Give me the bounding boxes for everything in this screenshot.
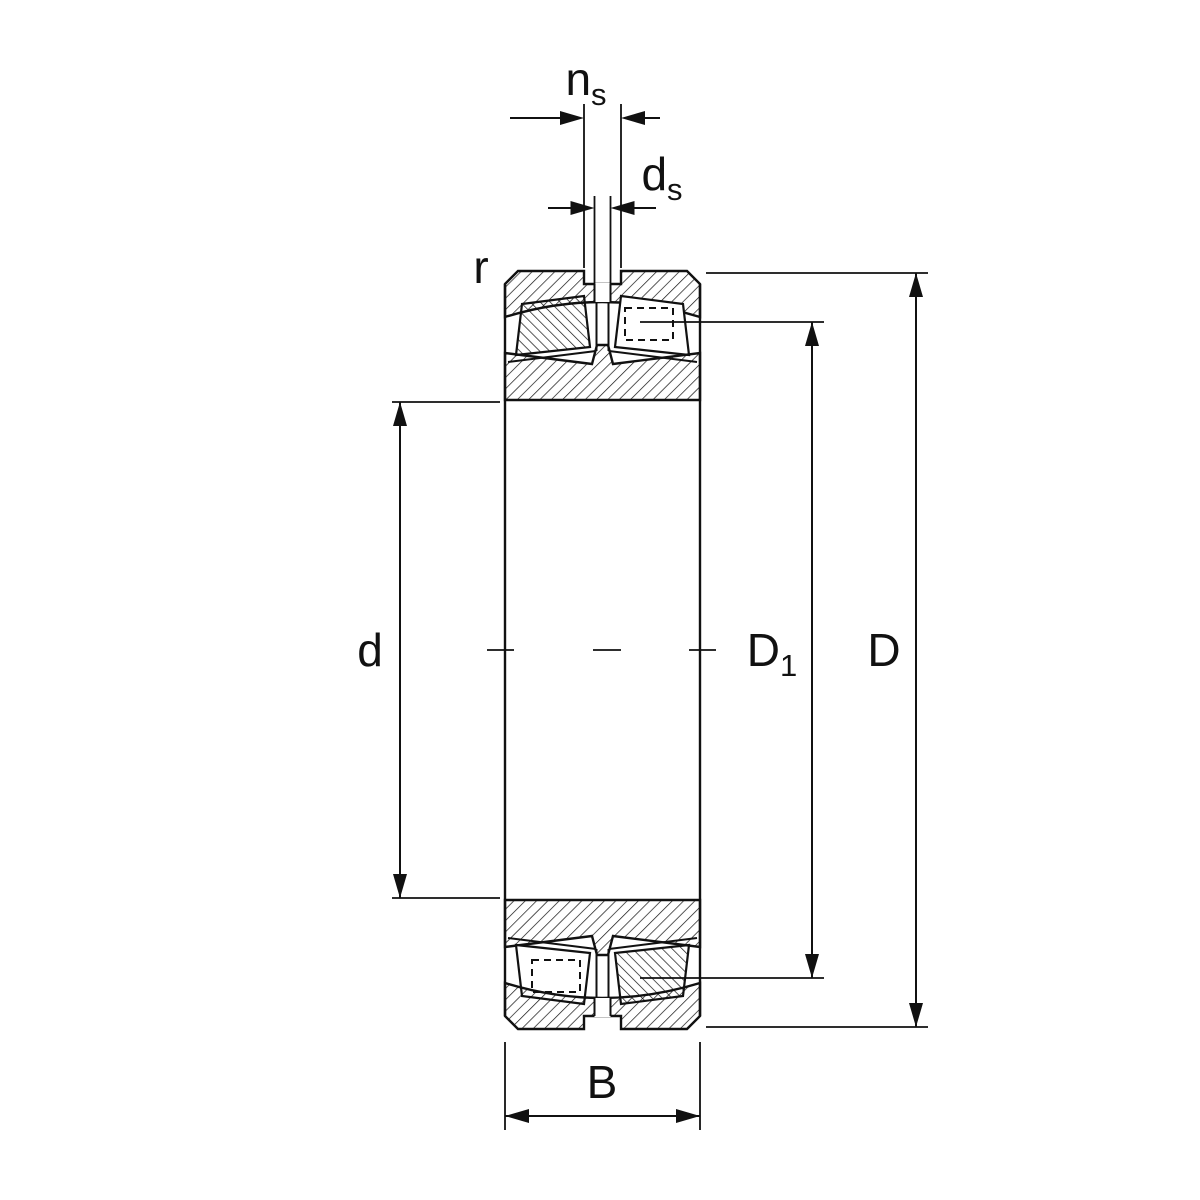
- B-label: B: [587, 1056, 618, 1108]
- dimension-D: D: [706, 272, 928, 1028]
- ds-label: ds: [641, 148, 682, 207]
- D1-arrow-top: [805, 322, 819, 346]
- r-label: r: [473, 241, 488, 293]
- roller-top-right: [613, 294, 691, 357]
- cage-bottom-right: [608, 937, 698, 950]
- roller-top-left-sectioned: [514, 294, 592, 357]
- cage-pocket-hidden-bottom: [531, 959, 581, 993]
- D-arrow-top: [909, 273, 923, 297]
- dimension-B: B: [504, 1042, 701, 1130]
- dimension-ds: ds: [548, 148, 683, 284]
- D-label: D: [867, 624, 900, 676]
- lubrication-hole-top: [594, 283, 611, 302]
- ns-arrow-left: [560, 111, 584, 125]
- d-arrow-bottom: [393, 874, 407, 898]
- D1-label: D1: [747, 624, 797, 683]
- ds-arrow-right: [610, 201, 635, 215]
- ns-label: ns: [565, 53, 606, 112]
- cage-pocket-hidden-top: [624, 307, 674, 341]
- ns-arrow-right: [621, 111, 645, 125]
- B-arrow-right: [676, 1109, 700, 1123]
- D1-arrow-bottom: [805, 954, 819, 978]
- d-label: d: [357, 624, 383, 676]
- dimension-ns: ns: [510, 53, 660, 268]
- dimension-d: d: [357, 401, 500, 899]
- d-arrow-top: [393, 402, 407, 426]
- dimension-D1: D1: [640, 321, 824, 979]
- D-arrow-bottom: [909, 1003, 923, 1027]
- lubrication-hole-bottom: [594, 998, 611, 1017]
- ds-arrow-left: [570, 201, 595, 215]
- bearing-section: [487, 269, 716, 1031]
- cage-bottom-left: [507, 937, 597, 950]
- B-arrow-left: [505, 1109, 529, 1123]
